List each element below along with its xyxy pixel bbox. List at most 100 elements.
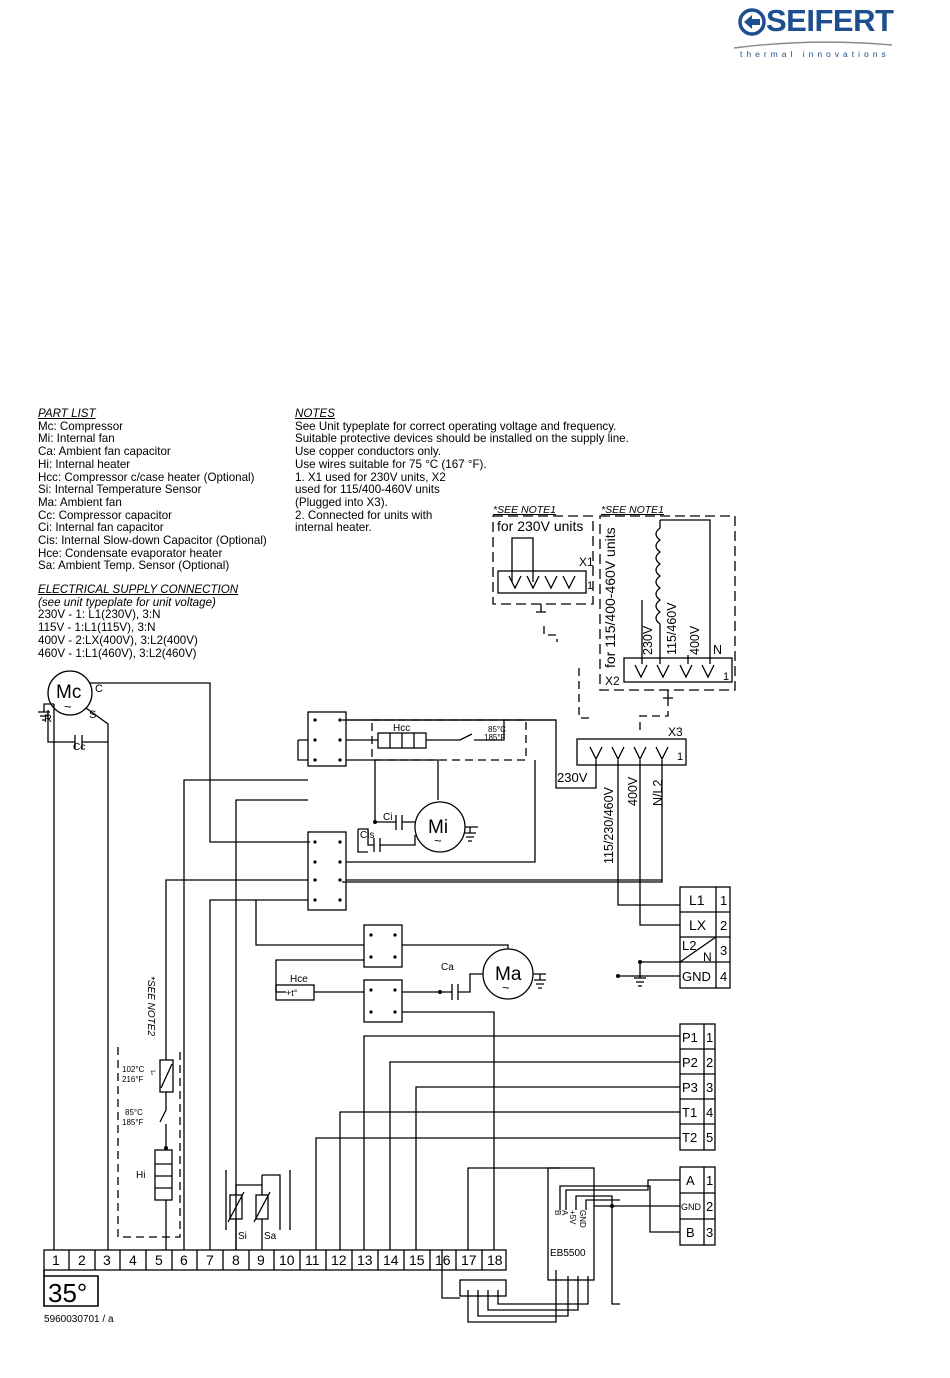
main-terminal: 17 <box>461 1252 477 1268</box>
relay-k1 <box>307 711 347 767</box>
part-list-heading: PART LIST <box>38 407 96 420</box>
x2-tap-115-460: 115/460V <box>665 602 679 655</box>
mc-label: Mc <box>56 682 81 703</box>
notes-item: See Unit typeplate for correct operating… <box>295 419 617 433</box>
notes-item: used for 115/400-460V units <box>295 483 440 497</box>
x3-out-230: 230V <box>557 770 588 785</box>
cc-label: Cc <box>73 742 85 753</box>
transformer-coil <box>655 520 662 664</box>
main-terminal-strip <box>43 1249 507 1271</box>
mc-c: C <box>95 683 103 695</box>
hi-t1-c: 102°C <box>122 1065 145 1074</box>
terminal-t2: T2 <box>682 1130 697 1145</box>
x2-pin1: 1 <box>723 671 729 683</box>
x1-box <box>492 515 594 605</box>
compressor-motor <box>47 670 93 716</box>
mc-s: S <box>89 709 96 721</box>
notes-item: 2. Connected for units with <box>295 508 433 522</box>
x3-out-n-l2: N/L2 <box>651 780 665 806</box>
main-terminal: 1 <box>52 1252 60 1268</box>
brand-name: SEIFERT <box>766 3 894 38</box>
supply-item: 460V - 1:L1(460V), 3:L2(460V) <box>38 646 197 660</box>
terminal-bus-gnd: GND <box>681 1202 702 1212</box>
ci-label: Ci <box>383 812 392 823</box>
hi-label: Hi <box>136 1170 145 1181</box>
notes-item: Suitable protective devices should be in… <box>295 432 629 446</box>
hi-t1-symbol: t° <box>151 1069 156 1077</box>
terminal-gnd: GND <box>682 969 711 984</box>
x2-tap-230: 230V <box>641 625 655 655</box>
part-list-item: Hcc: Compressor c/case heater (Optional) <box>38 470 255 484</box>
x2-title: for 115/400-460V units <box>602 527 618 668</box>
seifert-logo <box>733 8 893 49</box>
see-note1-x1: *SEE NOTE1 <box>493 504 556 516</box>
mi-tilde: ~ <box>434 833 442 848</box>
x1-label: X1 <box>579 555 594 569</box>
see-note2-label: *SEE NOTE2 <box>145 976 156 1036</box>
temperature-box <box>43 1270 99 1307</box>
terminal-t2-num: 5 <box>706 1130 713 1145</box>
supply-connection: ELECTRICAL SUPPLY CONNECTION (see unit t… <box>38 583 238 660</box>
main-terminal: 13 <box>357 1252 373 1268</box>
terminal-b: B <box>686 1225 695 1240</box>
hce-label: Hce <box>290 974 308 985</box>
notes-item: internal heater. <box>295 521 372 535</box>
part-list-item: Si: Internal Temperature Sensor <box>38 483 202 497</box>
terminal-gnd-num: 4 <box>720 969 727 984</box>
main-terminal: 4 <box>129 1252 137 1268</box>
mc-tilde: ~ <box>64 699 72 714</box>
hi-t1-f: 216°F <box>122 1075 144 1084</box>
cis-label: Cis <box>360 830 374 841</box>
terminal-p2-num: 2 <box>706 1055 713 1070</box>
x1-connector <box>497 570 587 594</box>
supply-item: 115V - 1:L1(115V), 3:N <box>38 621 156 635</box>
part-list-item: Cis: Internal Slow-down Capacitor (Optio… <box>38 534 267 548</box>
mc-r: R <box>44 713 52 725</box>
terminal-a: A <box>686 1173 695 1188</box>
terminal-lx-num: 2 <box>720 918 727 933</box>
terminal-t1: T1 <box>682 1105 697 1120</box>
x3-out-115-230-460: 115/230/460V <box>602 786 616 864</box>
x1-title: for 230V units <box>497 518 583 534</box>
hcc-label: Hcc <box>393 723 410 734</box>
main-terminal: 18 <box>487 1252 503 1268</box>
terminal-l1: L1 <box>689 892 705 908</box>
relay-k4 <box>363 979 403 1023</box>
supply-subheading: (see unit typeplate for unit voltage) <box>38 595 216 609</box>
hi-t2-f: 185°F <box>122 1118 144 1127</box>
x3-connector <box>576 738 687 766</box>
terminal-bus-gnd-num: 2 <box>706 1199 713 1214</box>
main-terminal: 12 <box>331 1252 347 1268</box>
ca-label: Ca <box>441 962 454 973</box>
main-terminal: 7 <box>206 1252 214 1268</box>
terminal-t1-num: 4 <box>706 1105 713 1120</box>
terminal-p1-num: 1 <box>706 1030 713 1045</box>
terminal-l1-num: 1 <box>720 893 727 908</box>
main-terminal: 6 <box>180 1252 188 1268</box>
part-list-item: Cc: Compressor capacitor <box>38 508 173 522</box>
hi-t2-c: 85°C <box>125 1108 143 1117</box>
part-list-item: Ma: Ambient fan <box>38 495 122 509</box>
ma-label: Ma <box>495 964 522 985</box>
see-note2-box <box>117 1047 181 1238</box>
notes-item: 1. X1 used for 230V units, X2 <box>295 470 446 484</box>
si-label: Si <box>238 1231 247 1242</box>
terminal-p2: P2 <box>682 1055 698 1070</box>
part-list-item: Hce: Condensate evaporator heater <box>38 546 223 560</box>
part-list: PART LIST Mc: Compressor Mi: Internal fa… <box>38 407 267 573</box>
ma-tilde: ~ <box>502 980 510 995</box>
main-terminal: 15 <box>409 1252 425 1268</box>
relay-k2 <box>307 831 347 911</box>
main-terminal: 9 <box>257 1252 265 1268</box>
terminal-l2: L2 <box>682 938 696 953</box>
notes-item: (Plugged into X3). <box>295 495 388 509</box>
terminal-l2-num: 3 <box>720 943 727 958</box>
main-terminal: 16 <box>435 1252 451 1268</box>
notes-item: Use copper conductors only. <box>295 445 442 459</box>
eb5500-label: EB5500 <box>550 1248 586 1259</box>
hcc-temp-c: 85°C <box>488 725 506 734</box>
see-note1-x2: *SEE NOTE1 <box>601 504 664 516</box>
mi-label: Mi <box>428 817 448 838</box>
notes-heading: NOTES <box>295 407 335 420</box>
main-terminal: 2 <box>78 1252 86 1268</box>
